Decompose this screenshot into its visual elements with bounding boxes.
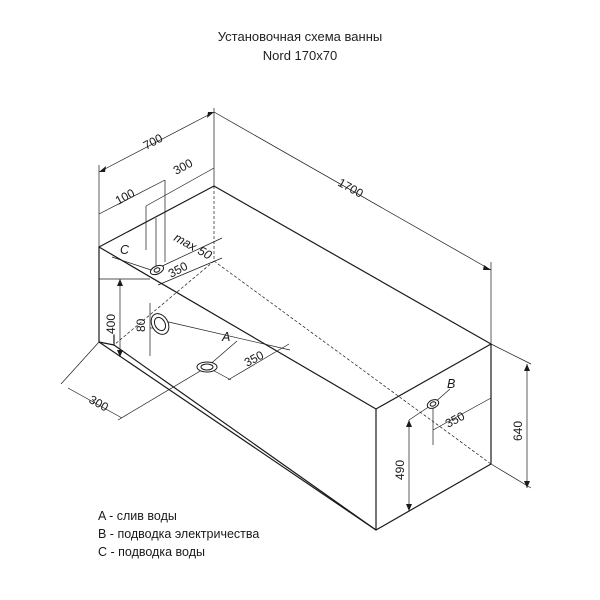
dim-label-400: 400 — [104, 314, 118, 334]
dim-line-300-top — [145, 167, 215, 207]
dim-label-700: 700 — [141, 131, 166, 153]
dim-label-80: 80 — [134, 318, 148, 332]
legend-item-c: C - подводка воды — [98, 545, 205, 559]
dim-label-300-left: 300 — [87, 392, 112, 414]
dim-label-300-top: 300 — [171, 156, 196, 178]
dim-line-100 — [98, 179, 166, 215]
diagram-subtitle: Nord 170x70 — [262, 48, 338, 63]
marker-b: B — [447, 377, 455, 391]
dim-line-700 — [98, 111, 215, 173]
dim-line-max50 — [157, 237, 223, 269]
tub-front-bottom-edge — [98, 341, 377, 531]
dim-label-490: 490 — [393, 460, 407, 480]
dim-line-350-right — [432, 397, 492, 431]
dim-label-100: 100 — [113, 186, 138, 208]
marker-c: C — [120, 243, 130, 257]
dim-line-1700 — [213, 111, 492, 271]
marker-a: A — [221, 330, 230, 344]
diagram-title: Установочная схема ванны — [217, 29, 383, 44]
tub-right-face — [375, 344, 492, 531]
dim-label-350-drain: 350 — [242, 348, 267, 370]
dim-label-640: 640 — [511, 421, 525, 441]
dim-label-350-right: 350 — [443, 409, 468, 431]
dim-line-300-left — [67, 387, 123, 419]
legend-item-a: A - слив воды — [98, 509, 177, 523]
dim-label-350-c: 350 — [166, 259, 191, 281]
dim-label-max50: max 50 — [172, 230, 215, 262]
legend-item-b: B - подводка электричества — [98, 527, 260, 541]
dim-label-1700: 1700 — [336, 175, 366, 200]
dim-line-350-c — [157, 257, 223, 286]
dim-line-350-drain — [227, 343, 290, 381]
